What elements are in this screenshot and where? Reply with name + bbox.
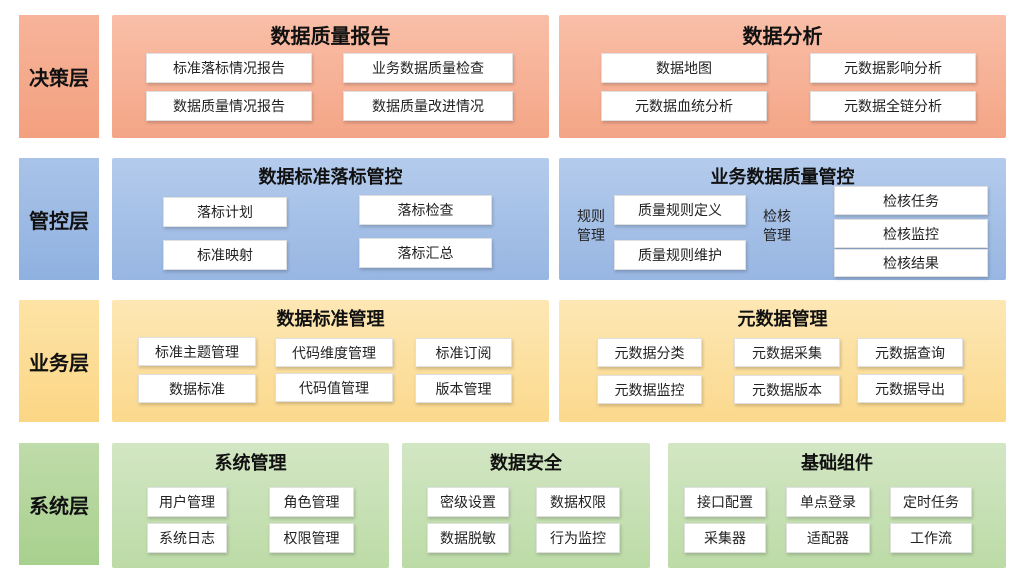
item-box: 落标检查: [359, 195, 492, 225]
panel-metadata-management: 元数据管理 元数据分类 元数据采集 元数据查询 元数据监控 元数据版本 元数据导…: [559, 300, 1006, 422]
item-box: 用户管理: [147, 487, 227, 517]
panel-data-security: 数据安全 密级设置 数据权限 数据脱敏 行为监控: [402, 443, 650, 568]
layer-label-business: 业务层: [19, 300, 99, 422]
item-box: 适配器: [786, 523, 870, 553]
item-box: 元数据影响分析: [810, 53, 976, 83]
item-box: 工作流: [890, 523, 972, 553]
check-management-label: 检核 管理: [759, 208, 795, 246]
item-box: 版本管理: [415, 374, 512, 403]
item-box: 检核结果: [834, 249, 988, 277]
panel-title: 数据质量报告: [270, 24, 391, 48]
item-box: 质量规则维护: [614, 240, 746, 270]
panel-title: 数据标准落标管控: [258, 167, 403, 188]
panel-basic-components: 基础组件 接口配置 单点登录 定时任务 采集器 适配器 工作流: [668, 443, 1006, 568]
item-box: 代码值管理: [275, 373, 393, 402]
item-box: 接口配置: [684, 487, 766, 517]
layer-label-decision-text: 决策层: [29, 66, 89, 90]
rule-management-label: 规则 管理: [573, 208, 609, 246]
item-box: 业务数据质量检查: [343, 53, 513, 83]
item-box: 定时任务: [890, 487, 972, 517]
panel-title: 基础组件: [801, 453, 873, 474]
item-box: 落标计划: [163, 197, 287, 227]
item-box: 数据地图: [601, 53, 767, 83]
item-box: 数据权限: [536, 487, 620, 517]
layer-label-business-text: 业务层: [29, 350, 89, 375]
item-box: 代码维度管理: [275, 338, 393, 367]
panel-standard-control: 数据标准落标管控 落标计划 落标检查 标准映射 落标汇总: [112, 158, 549, 280]
rule-label-line2: 管理: [577, 228, 605, 244]
layer-label-system-text: 系统层: [29, 493, 89, 518]
panel-data-quality-report: 数据质量报告 标准落标情况报告 业务数据质量检查 数据质量情况报告 数据质量改进…: [112, 15, 549, 138]
item-box: 元数据监控: [597, 375, 702, 404]
panel-business-quality-control: 业务数据质量管控 规则 管理 质量规则定义 质量规则维护 检核 管理 检核任务 …: [559, 158, 1006, 280]
item-box: 采集器: [684, 523, 766, 553]
item-box: 标准主题管理: [138, 337, 256, 366]
item-box: 标准落标情况报告: [146, 53, 312, 83]
item-box: 质量规则定义: [614, 195, 746, 225]
item-box: 元数据采集: [734, 338, 840, 367]
item-box: 检核任务: [834, 186, 988, 215]
item-box: 数据质量情况报告: [146, 91, 312, 121]
item-box: 单点登录: [786, 487, 870, 517]
panel-title: 数据安全: [490, 453, 562, 474]
check-label-line2: 管理: [763, 228, 791, 244]
item-box: 数据脱敏: [427, 523, 509, 553]
item-box: 元数据查询: [857, 338, 963, 367]
panel-standard-management: 数据标准管理 标准主题管理 代码维度管理 标准订阅 数据标准 代码值管理 版本管…: [112, 300, 549, 422]
layer-label-decision: 决策层: [19, 15, 99, 138]
item-box: 元数据全链分析: [810, 91, 976, 121]
item-box: 权限管理: [269, 523, 354, 553]
item-box: 检核监控: [834, 219, 988, 248]
layer-label-control-text: 管控层: [29, 208, 89, 233]
panel-title: 业务数据质量管控: [710, 167, 855, 188]
item-box: 元数据版本: [734, 375, 840, 404]
item-box: 数据质量改进情况: [343, 91, 513, 121]
item-box: 标准映射: [163, 240, 287, 270]
item-box: 系统日志: [147, 523, 227, 553]
item-box: 角色管理: [269, 487, 354, 517]
panel-data-analysis: 数据分析 数据地图 元数据影响分析 元数据血统分析 元数据全链分析: [559, 15, 1006, 138]
panel-title: 系统管理: [214, 453, 287, 474]
item-box: 元数据分类: [597, 338, 702, 367]
item-box: 元数据血统分析: [601, 91, 767, 121]
item-box: 行为监控: [536, 523, 620, 553]
panel-title: 数据分析: [742, 24, 823, 48]
item-box: 数据标准: [138, 374, 256, 403]
check-label-line1: 检核: [763, 209, 791, 225]
layer-label-control: 管控层: [19, 158, 99, 280]
item-box: 密级设置: [427, 487, 509, 517]
item-box: 标准订阅: [415, 338, 512, 367]
panel-system-management: 系统管理 用户管理 角色管理 系统日志 权限管理: [112, 443, 389, 568]
rule-label-line1: 规则: [577, 209, 605, 225]
item-box: 落标汇总: [359, 238, 492, 268]
panel-title: 数据标准管理: [276, 309, 385, 330]
item-box: 元数据导出: [857, 374, 963, 403]
panel-title: 元数据管理: [737, 309, 828, 330]
layer-label-system: 系统层: [19, 443, 99, 565]
